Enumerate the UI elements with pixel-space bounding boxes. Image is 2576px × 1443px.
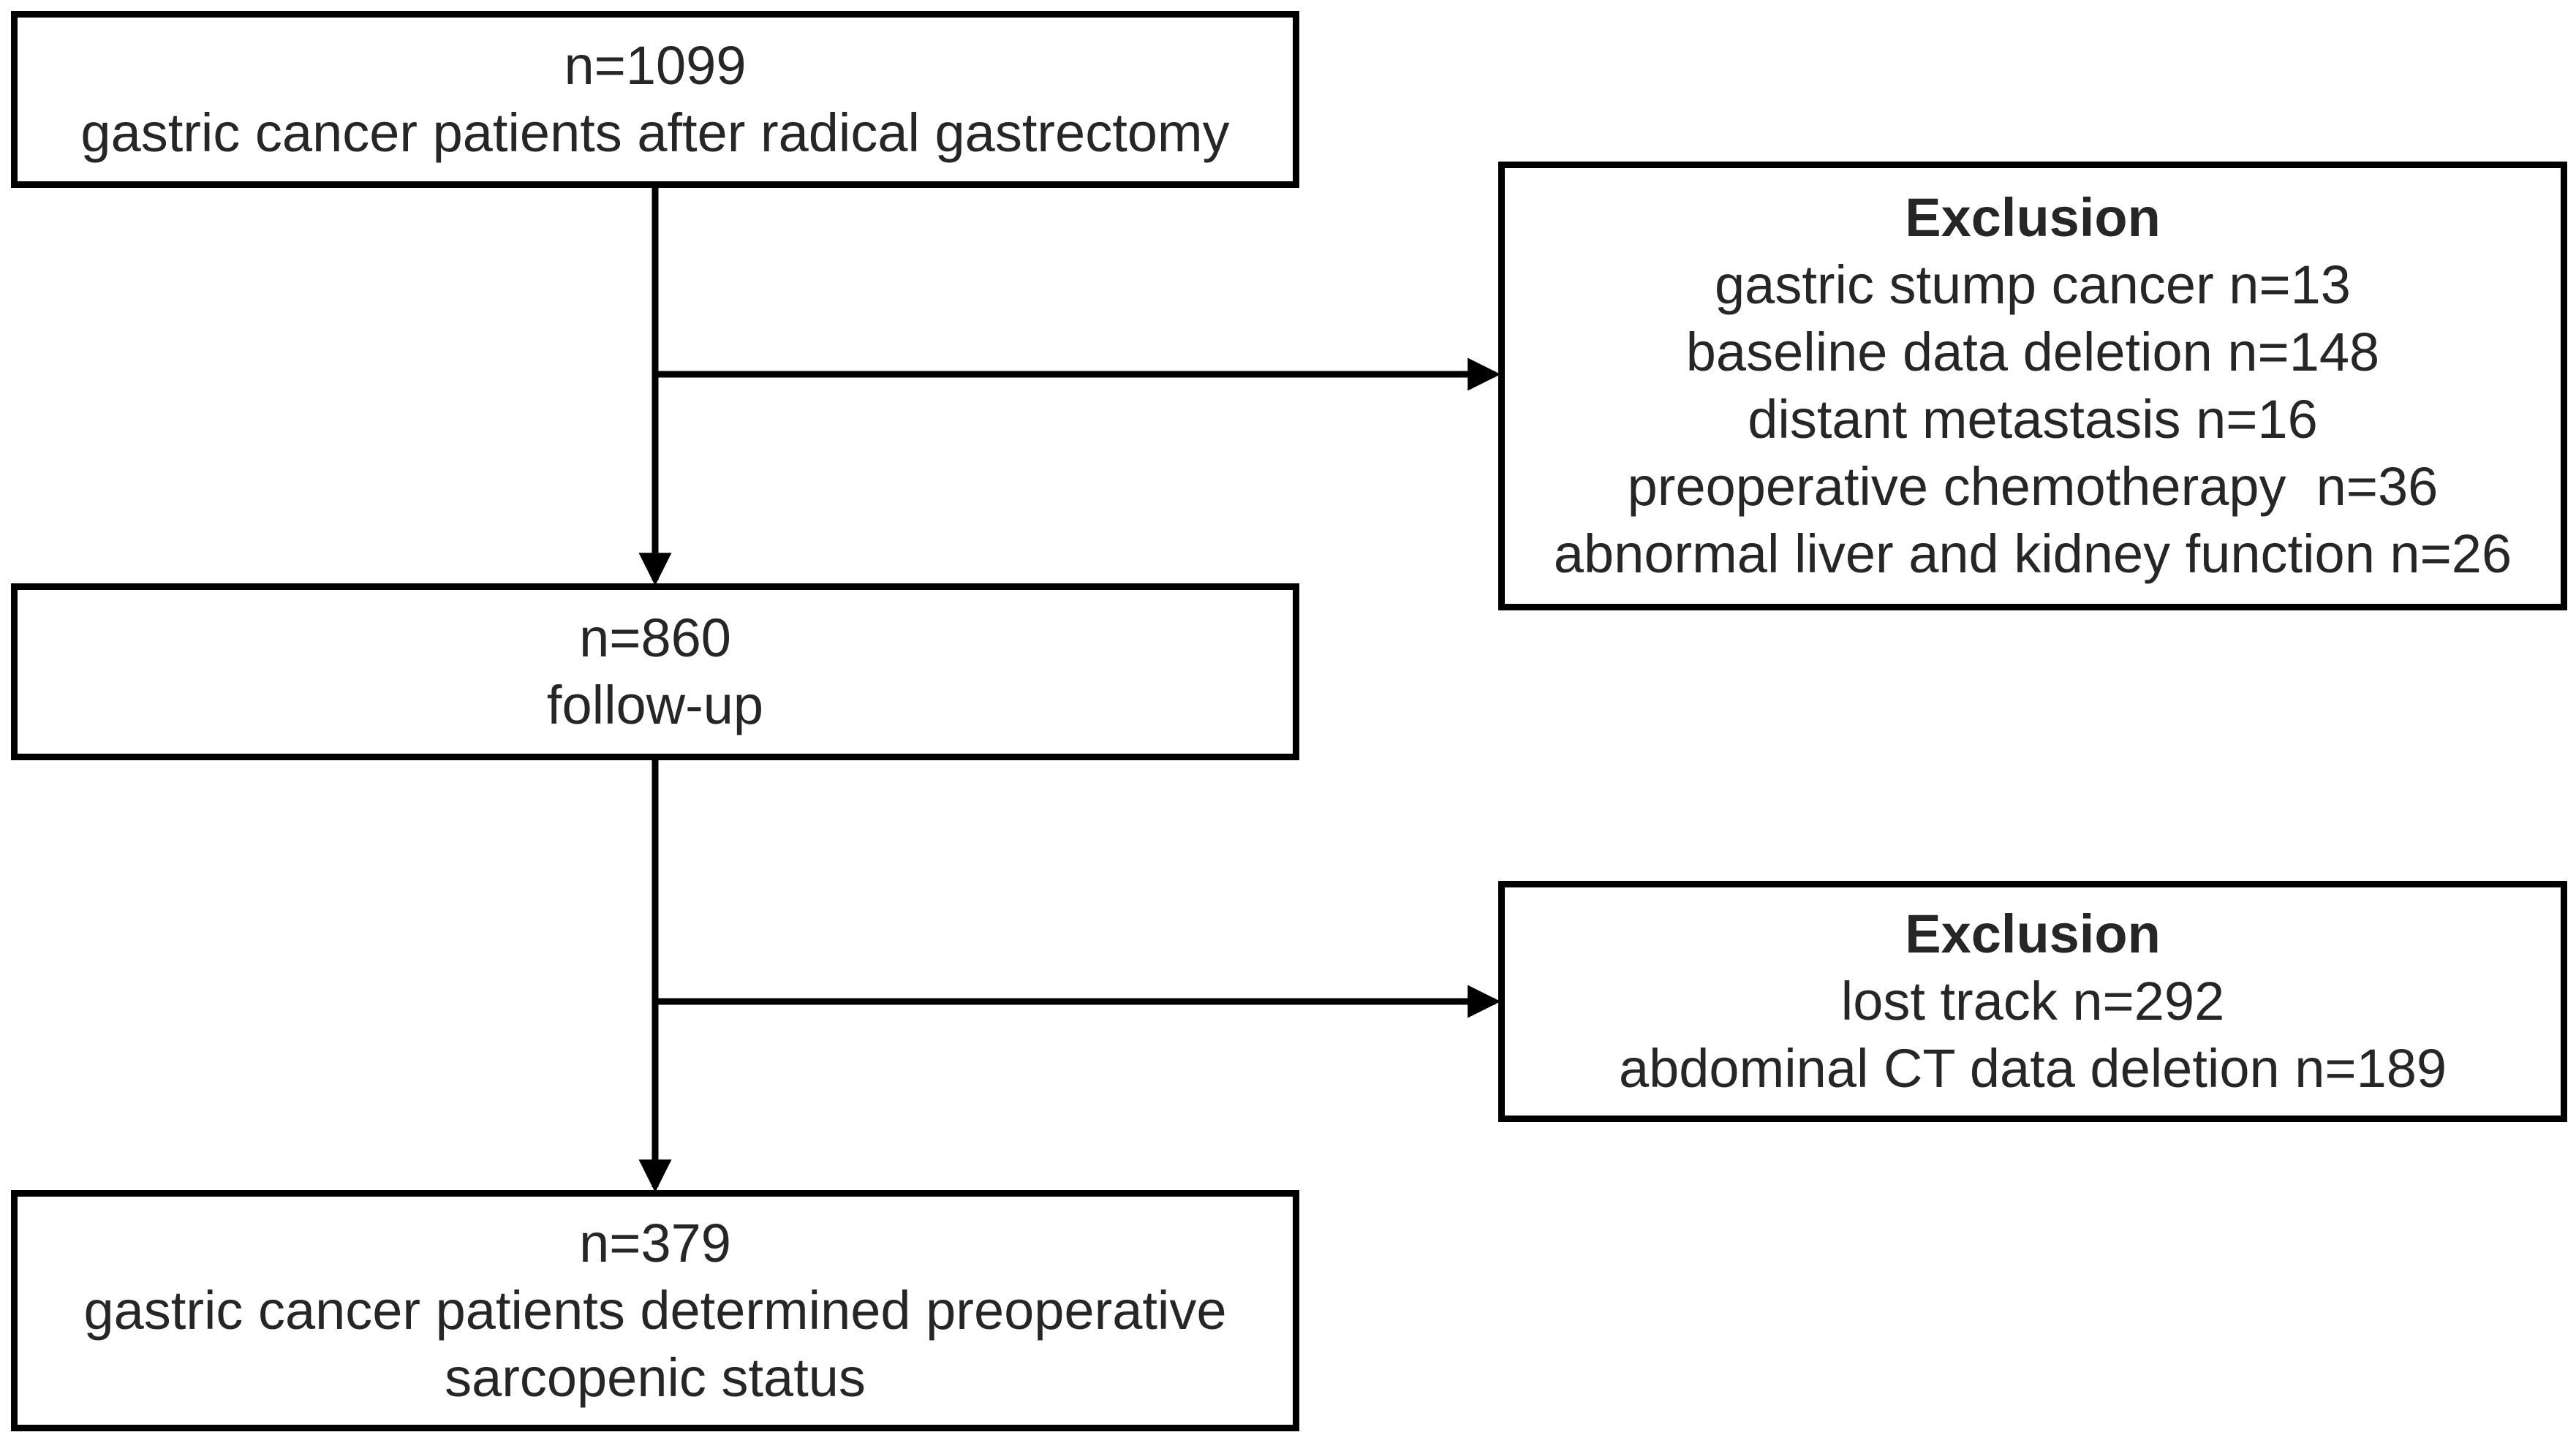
final-description-line-1: gastric cancer patients determined preop…: [83, 1280, 1227, 1341]
exclusion-2-item: lost track n=292: [1840, 971, 2225, 1031]
exclusion-1-heading: Exclusion: [1905, 187, 2161, 248]
exclusion-1-item: preoperative chemotherapy n=36: [1627, 456, 2439, 517]
start-count: n=1099: [564, 35, 747, 96]
exclusion-1-item: abnormal liver and kidney function n=26: [1553, 523, 2512, 584]
exclusion-box-1: Exclusion gastric stump cancer n=13 base…: [1498, 162, 2567, 610]
exclusion-2-heading: Exclusion: [1905, 904, 2161, 964]
exclusion-1-item: baseline data deletion n=148: [1685, 322, 2380, 382]
final-count: n=379: [579, 1213, 731, 1273]
start-cohort-box: n=1099 gastric cancer patients after rad…: [11, 11, 1299, 188]
exclusion-box-2: Exclusion lost track n=292 abdominal CT …: [1498, 881, 2567, 1122]
followup-box: n=860 follow-up: [11, 583, 1299, 760]
exclusion-2-item: abdominal CT data deletion n=189: [1618, 1038, 2447, 1099]
start-description: gastric cancer patients after radical ga…: [80, 102, 1230, 163]
exclusion-1-item: gastric stump cancer n=13: [1715, 254, 2351, 315]
followup-description: follow-up: [546, 675, 764, 735]
exclusion-1-item: distant metastasis n=16: [1748, 389, 2318, 450]
final-cohort-box: n=379 gastric cancer patients determined…: [11, 1190, 1299, 1431]
followup-count: n=860: [579, 607, 731, 668]
final-description-line-2: sarcopenic status: [445, 1347, 866, 1408]
